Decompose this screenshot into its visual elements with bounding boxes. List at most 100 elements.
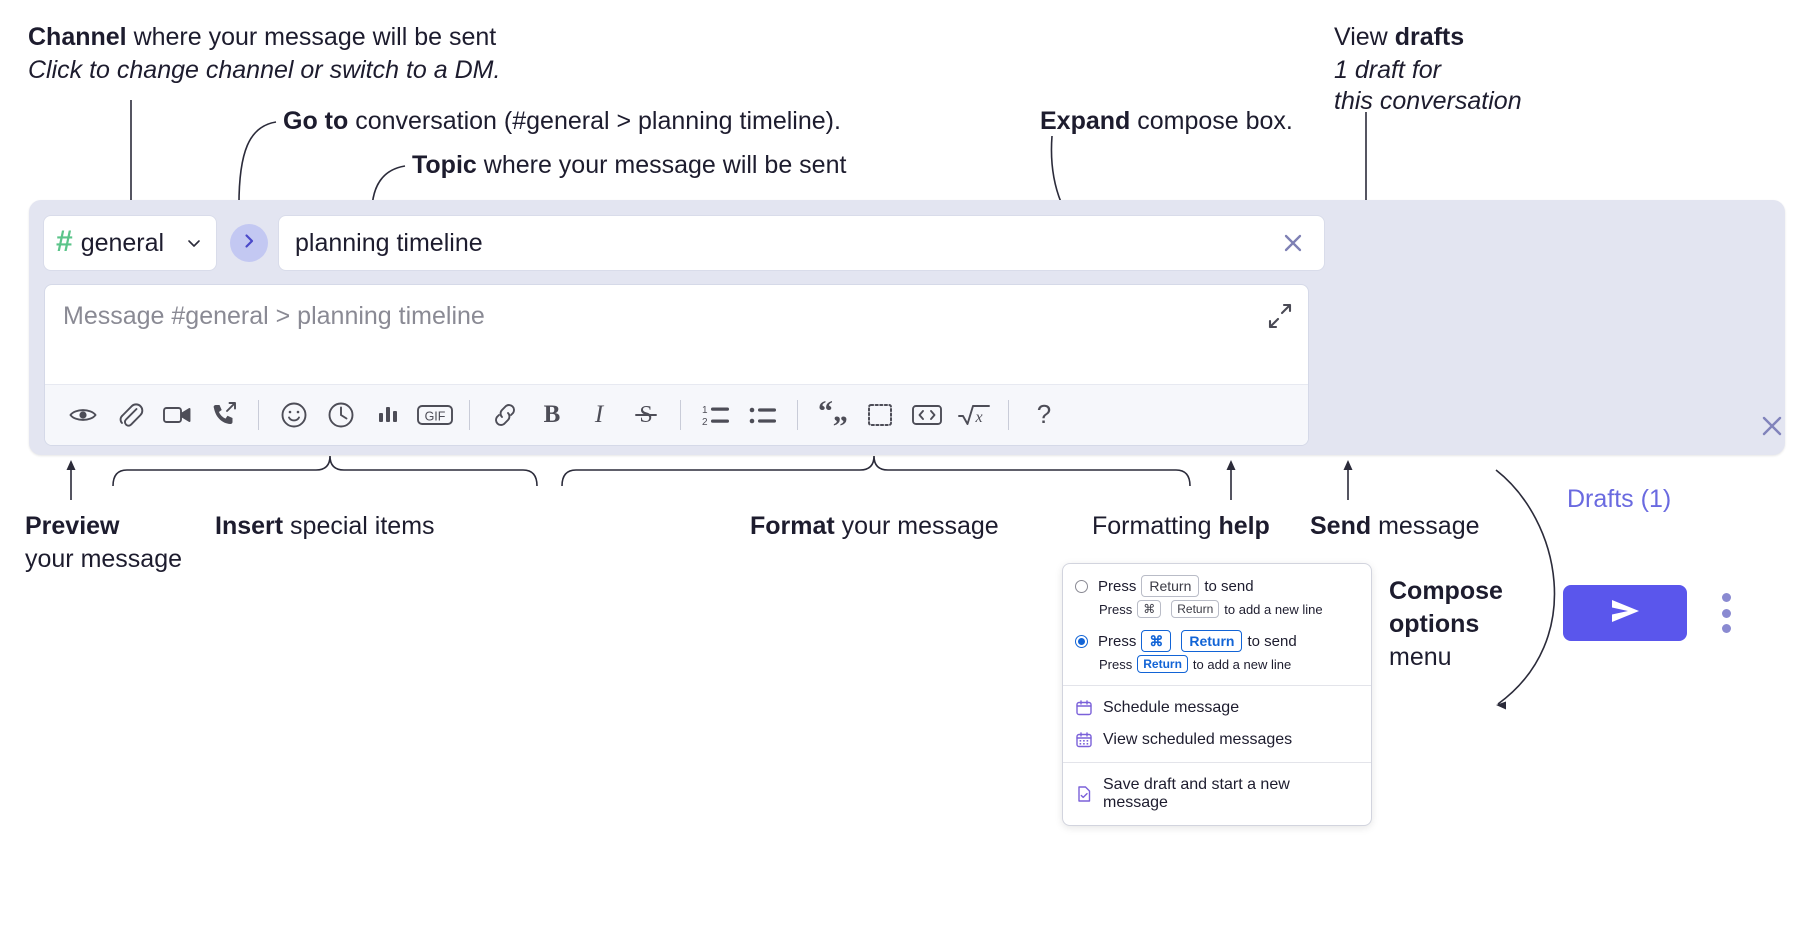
radio-selected[interactable] [1075, 634, 1088, 648]
menu-divider [1063, 685, 1371, 686]
send-option-return[interactable]: Press Return to send [1063, 573, 1371, 599]
option2-sub-tail: to add a new line [1192, 656, 1292, 672]
attach-button[interactable] [106, 392, 153, 438]
compose-options-button[interactable] [1715, 593, 1737, 633]
gif-button[interactable]: GIF [411, 392, 458, 438]
option1-sub-tail: to add a new line [1224, 601, 1323, 617]
bold-button[interactable]: B [528, 392, 575, 438]
annotation-channel-rest: where your message will be sent [126, 23, 497, 51]
emoji-button[interactable] [270, 392, 317, 438]
menu-item-label: Save draft and start a new message [1103, 776, 1290, 811]
annotation-compose-options-bold1: Compose [1389, 577, 1503, 605]
annotation-drafts-sub1: 1 draft for [1334, 56, 1441, 84]
compose-options-menu[interactable]: Press Return to send Press ⌘ Return to a… [1062, 563, 1372, 826]
toolbar-separator [469, 400, 470, 430]
toolbar-separator [797, 400, 798, 430]
send-option-cmd-return-sub: Press Return to add a new line [1063, 654, 1371, 677]
ordered-list-button[interactable]: 1 2 [692, 392, 739, 438]
annotation-goto-rest: conversation (#general > planning timeli… [348, 107, 841, 135]
schedule-group: Schedule message View scheduled messages [1063, 686, 1371, 762]
annotation-drafts-sub2: this conversation [1334, 87, 1522, 115]
annotation-drafts-bold: drafts [1394, 23, 1465, 51]
drafts-link[interactable]: Drafts (1) [1567, 485, 1672, 513]
annotation-preview-sub: your message [25, 545, 183, 573]
calendar-grid-icon [1075, 731, 1093, 749]
kebab-dot [1721, 624, 1731, 633]
svg-text:B: B [543, 401, 560, 428]
channel-name-label: general [80, 228, 165, 257]
key-return: Return [1171, 600, 1220, 618]
file-check-icon [1075, 785, 1093, 803]
annotation-compose-options-2: options [1389, 609, 1479, 640]
expand-compose-button[interactable] [1265, 301, 1295, 336]
send-button[interactable] [1563, 585, 1687, 641]
annotation-goto-bold: Go to [283, 107, 349, 135]
annotation-send: Send message [1310, 511, 1480, 542]
video-button[interactable] [153, 392, 200, 438]
message-input-placeholder: Message #general > planning timeline [63, 302, 485, 330]
annotation-format-rest: your message [834, 512, 999, 540]
italic-button[interactable]: I [575, 392, 622, 438]
topic-field[interactable]: planning timeline [278, 215, 1325, 271]
svg-text:I: I [593, 401, 604, 428]
annotation-topic-bold: Topic [412, 151, 477, 179]
annotation-expand-bold: Expand [1040, 107, 1131, 135]
menu-item-schedule-message[interactable]: Schedule message [1063, 692, 1371, 724]
option2-tail: to send [1247, 632, 1297, 650]
annotation-formatting-help-lead: Formatting [1092, 512, 1219, 540]
chevron-down-icon [184, 233, 204, 253]
annotation-preview: Preview [25, 511, 120, 542]
annotation-compose-options-bold2: options [1389, 610, 1480, 638]
annotation-formatting-help-bold: help [1218, 512, 1270, 540]
go-to-conversation-button[interactable] [230, 224, 268, 262]
compose-header-row: # general planning timeline [43, 214, 1325, 272]
message-editor[interactable]: Message #general > planning timeline [44, 284, 1309, 446]
annotation-topic-rest: where your message will be sent [476, 151, 847, 179]
svg-text:GIF: GIF [424, 410, 445, 424]
close-icon[interactable] [1278, 228, 1308, 258]
toolbar-separator [1008, 400, 1009, 430]
send-option-cmd-return[interactable]: Press ⌘ Return to send [1063, 628, 1371, 654]
poll-button[interactable] [364, 392, 411, 438]
annotation-insert: Insert special items [215, 511, 435, 542]
svg-text:x: x [974, 409, 982, 426]
panel-close-button[interactable] [1756, 410, 1788, 447]
strikethrough-button[interactable]: S [622, 392, 669, 438]
option2-press: Press [1098, 632, 1137, 650]
toolbar-separator [258, 400, 259, 430]
svg-text:?: ? [1036, 400, 1050, 429]
formatting-toolbar: GIF B I S 1 2 [45, 384, 1308, 445]
code-block-button[interactable] [856, 392, 903, 438]
math-button[interactable]: x [950, 392, 997, 438]
menu-item-view-scheduled[interactable]: View scheduled messages [1063, 724, 1371, 756]
svg-text:“„: “„ [818, 400, 848, 428]
channel-selector-button[interactable]: # general [43, 215, 217, 271]
svg-text:2: 2 [702, 417, 708, 428]
menu-divider [1063, 762, 1371, 763]
send-option-return-sub: Press ⌘ Return to add a new line [1063, 599, 1371, 622]
radio-unselected[interactable] [1075, 579, 1088, 593]
key-command: ⌘ [1141, 630, 1172, 652]
draft-group: Save draft and start a new message [1063, 763, 1371, 825]
preview-button[interactable] [59, 392, 106, 438]
annotation-format-bold: Format [750, 512, 835, 540]
calendar-icon [1075, 699, 1093, 717]
formatting-help-button[interactable]: ? [1020, 392, 1067, 438]
bulleted-list-button[interactable] [739, 392, 786, 438]
link-button[interactable] [481, 392, 528, 438]
option1-tail: to send [1204, 577, 1254, 595]
hash-icon: # [56, 225, 73, 258]
annotation-channel-bold: Channel [28, 23, 127, 51]
code-button[interactable] [903, 392, 950, 438]
option1-press: Press [1098, 577, 1137, 595]
huddle-button[interactable] [200, 392, 247, 438]
annotation-formatting-help: Formatting help [1092, 511, 1270, 542]
menu-item-save-draft[interactable]: Save draft and start a new message [1063, 769, 1371, 819]
blockquote-button[interactable]: “„ [809, 392, 856, 438]
annotation-send-rest: message [1371, 512, 1480, 540]
menu-item-label: Schedule message [1103, 699, 1240, 716]
topic-value: planning timeline [295, 228, 483, 257]
schedule-button[interactable] [317, 392, 364, 438]
option1-sub-press: Press [1099, 601, 1133, 617]
